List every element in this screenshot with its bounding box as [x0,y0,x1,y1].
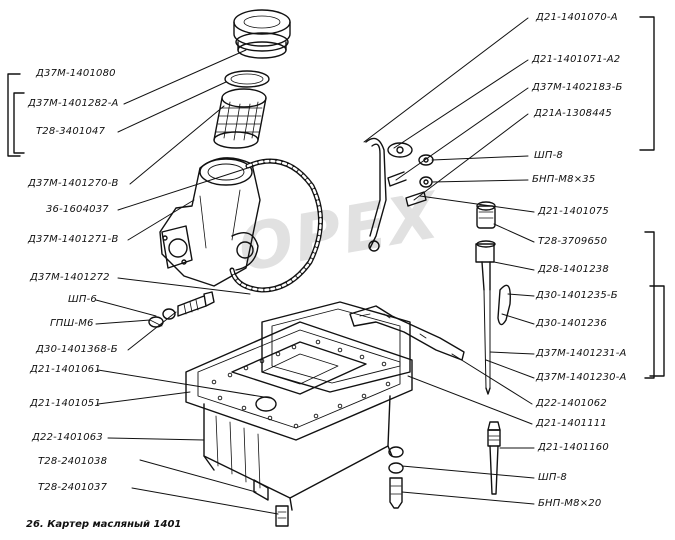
right-brackets [639,16,665,379]
part-label: Д22-1401063 [32,432,103,443]
part-label: Д37М-1401271-В [28,234,119,245]
dipstick-assembly [475,201,511,395]
part-label: Д21-1401070-А [536,12,618,23]
filler-neck [159,157,261,287]
part-label: БНП-М8×20 [538,498,602,509]
part-label: Д30-1401236 [536,318,607,329]
filter-mesh [213,88,267,149]
part-label: Т28-3401047 [36,126,106,137]
part-label: Д30-1401368-Б [36,344,118,355]
bolt-washer-left [148,291,215,328]
part-label: ШП-6 [68,294,97,305]
left-brackets [7,73,25,157]
part-label: Д37М-1401282-А [28,98,119,109]
part-label: Д21-1401111 [536,418,607,429]
part-label: Д21А-1308445 [534,108,612,119]
pan-top-gasket [261,301,411,393]
figure-caption: 26. Картер масляный 1401 [26,519,182,530]
part-label: Д28-1401238 [538,264,609,275]
seal-cord [229,158,323,293]
part-label: Д30-1401235-Б [536,290,618,301]
part-label: Т28-2401037 [38,482,108,493]
part-label: Д21-1401051 [30,398,101,409]
gasket-ring [224,70,270,88]
breather [487,421,501,495]
part-label: ШП-8 [534,150,563,161]
filler-tube [365,137,427,252]
part-label: БНП-М8×35 [532,174,596,185]
oil-pan [185,321,413,511]
part-label: Д21-1401061 [30,364,101,375]
part-label: ГПШ-М6 [50,318,94,329]
part-label: Д37М-1401231-А [536,348,627,359]
filler-cap [233,9,291,59]
part-label: Т28-2401038 [38,456,108,467]
drain-plug [275,446,404,527]
small-washers [418,154,434,188]
part-label: Д37М-1401270-В [28,178,119,189]
part-label: Д37М-1402183-Б [532,82,623,93]
leader-lines [95,17,535,515]
part-label: Т28-3709650 [538,236,608,247]
part-label: Д21-1401160 [538,442,609,453]
part-label: Д22-1401062 [536,398,607,409]
part-label: 36-1604037 [46,204,109,215]
part-label: Д21-1401071-А2 [532,54,621,65]
part-label: ШП-8 [538,472,567,483]
part-label: Д37М-1401230-А [536,372,627,383]
part-label: Д21-1401075 [538,206,609,217]
part-label: Д37М-1401272 [30,272,110,283]
part-label: Д37М-1401080 [36,68,116,79]
